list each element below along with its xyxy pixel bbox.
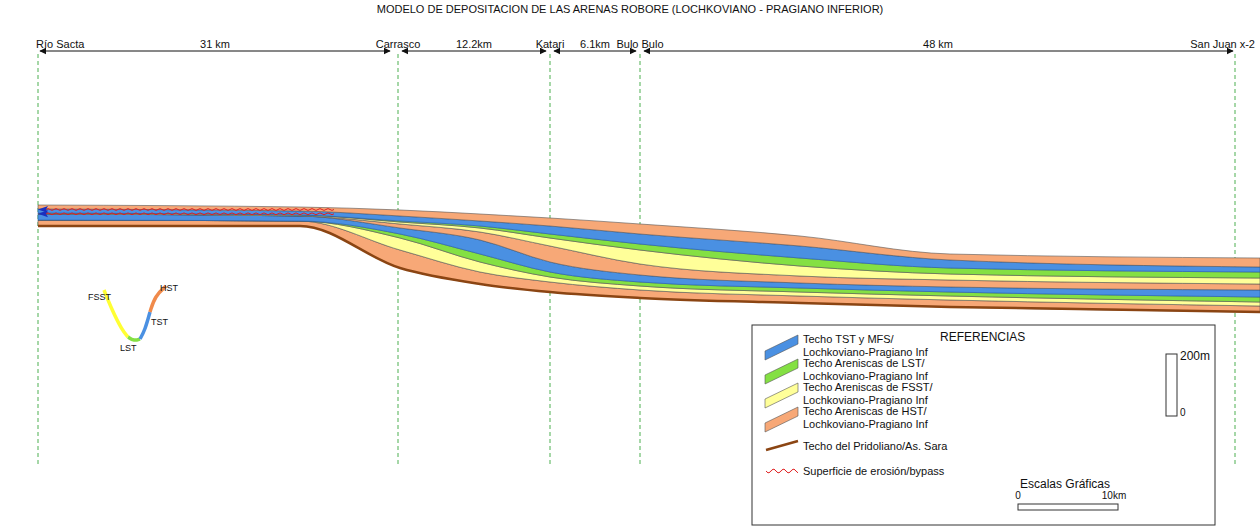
scale-heading: Escalas Gráficas	[1020, 478, 1110, 492]
vertical-scale-bar	[1166, 354, 1177, 416]
sea-level-curve	[128, 337, 140, 340]
distance-label: 6.1km	[580, 38, 610, 51]
scale-tick: 0	[1180, 407, 1186, 419]
onlap-arrow	[38, 210, 48, 217]
diagram-title: MODELO DE DEPOSITACION DE LAS ARENAS ROB…	[377, 3, 884, 16]
legend-text: Techo Areniscas de HST/ Lochkoviano-Prag…	[803, 405, 948, 430]
well-line	[38, 54, 39, 466]
systems-tract-label: FSST	[88, 292, 111, 302]
well-name: San Juan x-2	[1190, 38, 1255, 51]
legend-text: Techo del Pridoliano/As. Sara	[803, 440, 947, 453]
well-name: Carrasco	[376, 38, 421, 51]
sea-level-curve	[140, 312, 150, 339]
legend-swatch	[765, 335, 798, 360]
scale-tick: 10km	[1102, 490, 1126, 502]
distance-arrow	[40, 51, 390, 52]
erosion-surface	[42, 213, 334, 215]
legend-swatch	[765, 383, 798, 408]
distance-label: 12.2km	[456, 38, 492, 51]
well-name: Bulo Bulo	[616, 38, 663, 51]
distance-label: 31 km	[200, 38, 230, 51]
distance-arrow	[644, 51, 1233, 52]
legend-text: Techo Areniscas de FSST/ Lochkoviano-Pra…	[803, 381, 948, 406]
legend-text: Techo Areniscas de LST/ Lochkoviano-Prag…	[803, 357, 948, 382]
pridoliano-top	[38, 226, 1260, 312]
scale-tick: 200m	[1180, 350, 1210, 364]
strata-band	[38, 213, 1260, 284]
legend-swatch	[765, 407, 798, 432]
well-name: Río Sacta	[36, 38, 84, 51]
distance-arrow	[554, 51, 636, 52]
legend-heading: REFERENCIAS	[940, 331, 1025, 345]
horizontal-scale-bar	[1018, 504, 1118, 510]
legend-wavy-sample	[766, 469, 798, 473]
legend-frame	[752, 325, 1215, 525]
erosion-surface	[42, 209, 334, 211]
distance-label: 48 km	[923, 38, 953, 51]
legend-line-sample	[766, 441, 798, 450]
systems-tract-label: LST	[120, 343, 137, 353]
legend-text: Techo TST y MFS/ Lochkoviano-Pragiano In…	[803, 333, 948, 358]
well-name: Katari	[536, 38, 565, 51]
systems-tract-label: HST	[160, 283, 178, 293]
legend-swatch	[765, 359, 798, 384]
legend-text: Superficie de erosión/bypass	[803, 465, 944, 478]
distance-arrow	[402, 51, 546, 52]
scale-tick: 0	[1015, 490, 1021, 502]
strata-band	[38, 205, 1260, 267]
systems-tract-label: TST	[151, 317, 168, 327]
